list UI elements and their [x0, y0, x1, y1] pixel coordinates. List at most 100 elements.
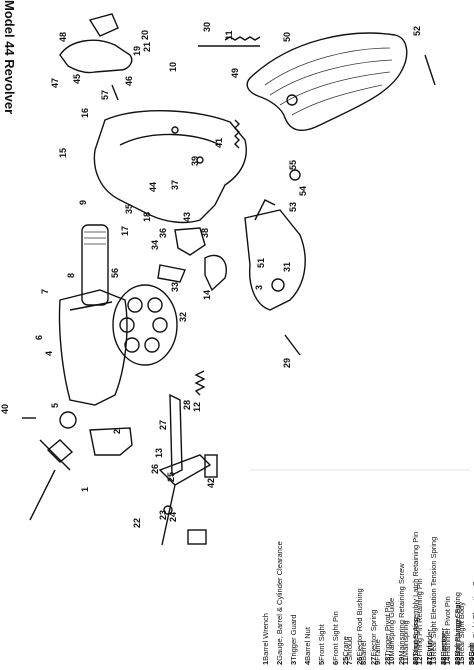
- sideplate-drawing: [244, 199, 306, 311]
- latch-drawing: [187, 529, 207, 545]
- legend-number: 7: [345, 660, 354, 665]
- legend-label: Frame: [373, 639, 382, 661]
- callout-number: 27: [158, 420, 168, 430]
- callout-number: 30: [202, 22, 212, 32]
- callout-number: 6: [34, 335, 44, 340]
- legend-row: 3Trigger Guard: [288, 465, 302, 665]
- legend-row: 9Frame: [372, 465, 386, 665]
- callout-number: 47: [50, 78, 60, 88]
- gauge-drawing: [89, 427, 133, 456]
- legend-label: Front Sight: [317, 624, 326, 661]
- callout-number: 51: [256, 258, 266, 268]
- legend-row: 8Barrel: [358, 465, 372, 665]
- callout-number: 2: [112, 429, 122, 434]
- callout-number: 24: [168, 512, 178, 522]
- callout-number: 5: [50, 403, 60, 408]
- cylinder-drawing: [112, 284, 178, 366]
- callout-number: 55: [288, 160, 298, 170]
- legend-number: 12: [415, 656, 424, 665]
- callout-number: 53: [288, 202, 298, 212]
- callout-number: 56: [110, 268, 120, 278]
- callout-number: 10: [168, 62, 178, 72]
- firing-pin-spring-drawing: [194, 370, 206, 396]
- callout-number: 17: [120, 226, 130, 236]
- hammer-drawing: [59, 13, 133, 74]
- legend-number: 11: [401, 657, 410, 665]
- crane-drawing: [158, 393, 212, 546]
- strut-pin-drawing: [111, 84, 119, 101]
- mainspring-drawing: [198, 36, 261, 47]
- bolt-drawing: [157, 264, 186, 283]
- callout-number: 1: [80, 487, 90, 492]
- callout-number: 29: [282, 358, 292, 368]
- legend-number: 4: [303, 660, 312, 665]
- callout-number: 42: [206, 478, 216, 488]
- legend-row: 11Mainspring: [400, 465, 414, 665]
- trigger-stop-screw-drawing: [284, 334, 301, 356]
- callout-number: 11: [224, 30, 234, 40]
- callout-number: 18: [142, 212, 152, 222]
- callout-number: 36: [158, 228, 168, 238]
- barrel-wrench-drawing: [29, 439, 74, 521]
- callout-number: 21: [142, 42, 152, 52]
- callout-number: 45: [72, 74, 82, 84]
- callout-number: 46: [124, 76, 134, 86]
- legend-row: 16Rear Sight Elevation Screw: [470, 465, 474, 665]
- legend-row: 14Hammer Pivot Pin: [442, 465, 456, 665]
- legend-row: 2Gauge, Barrel & Cylinder Clearance: [274, 465, 288, 665]
- legend-number: 5: [317, 660, 326, 665]
- callout-number: 13: [154, 448, 164, 458]
- latch-screw-drawing: [163, 505, 173, 515]
- hand-drawing: [174, 227, 206, 256]
- callout-number: 12: [192, 402, 202, 412]
- callout-number: 22: [132, 518, 142, 528]
- legend-label: Firing Pin Retaining Pin: [415, 578, 424, 657]
- callout-number: 52: [412, 26, 422, 36]
- legend-number: 8: [359, 660, 368, 665]
- legend-number: 13: [429, 656, 438, 665]
- trigger-assembly-latch-drawing: [289, 169, 301, 181]
- callout-number: 33: [170, 282, 180, 292]
- legend-number: 3: [289, 660, 298, 665]
- legend-label: Barrel Nut: [303, 627, 312, 661]
- legend-label: Barrel: [359, 640, 368, 661]
- legend-label: Front Sight Pin: [331, 611, 340, 661]
- barrel-nut-drawing: [59, 411, 77, 429]
- callout-number: 15: [58, 148, 68, 158]
- legend-label: Rear Sight Body: [457, 602, 466, 657]
- callout-number: 50: [282, 32, 292, 42]
- callout-number: 48: [58, 32, 68, 42]
- legend-label: Rear Sight Elevation Tension Spring: [429, 536, 438, 657]
- legend-label: Barrel Wrench: [261, 613, 270, 661]
- callout-number: 16: [80, 108, 90, 118]
- callout-number: 49: [230, 68, 240, 78]
- legend-number: 10: [387, 656, 396, 665]
- legend-label: Shroud: [345, 636, 354, 661]
- legend-row: 7Shroud: [344, 465, 358, 665]
- grip-screw-drawing: [424, 54, 436, 86]
- legend-row: 6Front Sight Pin: [330, 465, 344, 665]
- callout-number: 14: [202, 290, 212, 300]
- callout-number: 4: [44, 351, 54, 356]
- callout-number: 40: [0, 404, 10, 414]
- ejector-spring-drawing: [234, 119, 240, 149]
- callout-number: 8: [66, 273, 76, 278]
- callout-number: 32: [178, 312, 188, 322]
- callout-number: 7: [40, 289, 50, 294]
- legend-number: 6: [331, 660, 340, 665]
- legend-label: Mainspring: [401, 620, 410, 658]
- page-title: Model 44 Revolver: [2, 0, 17, 115]
- legend-label: Trigger Guard: [289, 614, 298, 661]
- callout-number: 25: [166, 472, 176, 482]
- legend-label: Mainspring Guide: [387, 597, 396, 657]
- crane-lock-drawing: [204, 454, 218, 478]
- callout-number: 37: [170, 180, 180, 190]
- legend-row: 10Mainspring Guide: [386, 465, 400, 665]
- legend-number: 9: [373, 660, 382, 665]
- callout-number: 20: [140, 30, 150, 40]
- callout-number: 43: [182, 212, 192, 222]
- legend-row: 1Barrel Wrench: [260, 465, 274, 665]
